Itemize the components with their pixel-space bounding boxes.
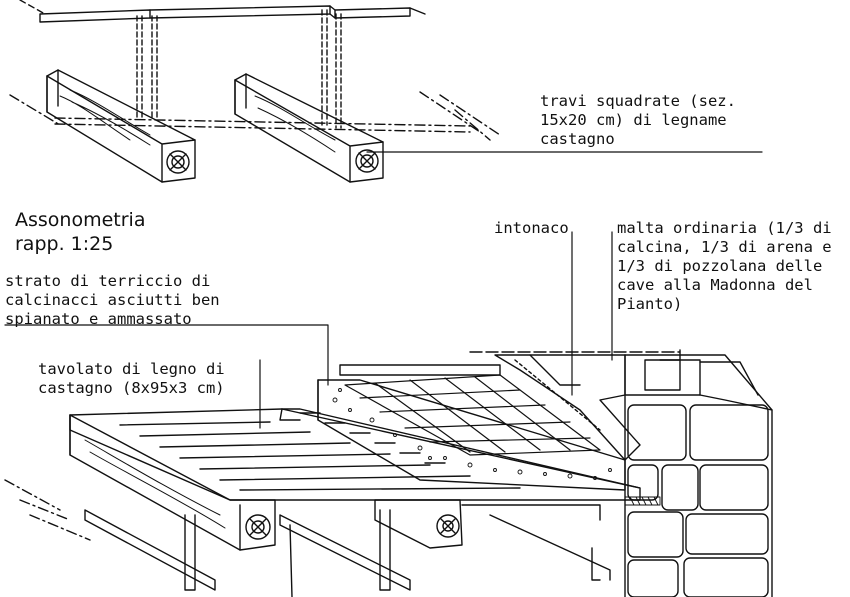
upper-beam-right [234,73,384,183]
drawing-title: Assonometria [15,209,146,231]
lower-beam-right [374,499,463,549]
label-tavolato: tavolato di legno di castagno (8x95x3 cm… [38,360,225,397]
construction-lines [4,479,91,541]
upper-runner [9,91,501,141]
hatch-strip [624,496,661,506]
drawing-scale: rapp. 1:25 [15,233,114,255]
upper-dashed-posts [136,9,342,129]
upper-planks [19,0,426,23]
label-strato-terriccio: strato di terriccio di calcinacci asciut… [5,272,220,328]
label-travi-squadrate: travi squadrate (sez. 15x20 cm) di legna… [540,92,736,148]
label-intonaco: intonaco [494,219,569,237]
upper-beam-detail [9,0,763,183]
upper-beam-left [46,69,196,183]
label-malta-ordinaria: malta ordinaria (1/3 di calcina, 1/3 di … [617,219,832,313]
floor-tiles [344,374,601,456]
masonry-wall [624,349,773,597]
lower-beam-left [69,414,276,551]
lower-supports [84,504,611,597]
plaster-layer [494,354,641,461]
leader-lines [4,231,613,429]
screed-layer [317,379,626,491]
lower-floor-detail [4,231,773,597]
